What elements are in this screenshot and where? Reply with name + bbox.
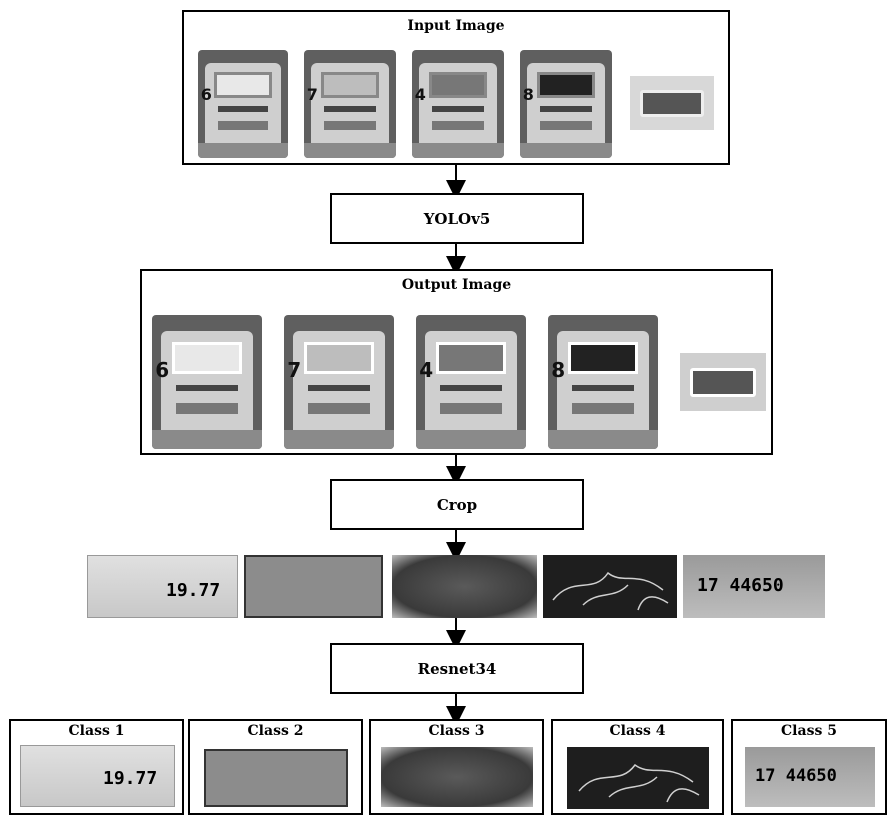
- crack-pattern: [552, 571, 669, 611]
- cropped-lcd-3: [392, 555, 537, 618]
- detected-meter-photo: 7: [284, 315, 394, 449]
- meter-photo: 7: [304, 50, 396, 158]
- meter-photo: 6: [198, 50, 288, 158]
- input-image-panel: Input Image 6 7 4 8: [182, 10, 730, 165]
- class-3-label: Class 3: [428, 723, 485, 739]
- yolov5-node: YOLOv5: [330, 193, 584, 244]
- meter-digit: 8: [551, 357, 566, 382]
- cropped-lcd-5: 17 44650: [683, 555, 825, 618]
- cropped-lcd-2: [244, 555, 383, 618]
- lcd-reading: 19.77: [166, 580, 221, 601]
- detected-meter-photo: 4: [416, 315, 526, 449]
- meter-photo: 8: [520, 50, 612, 158]
- class-2-label: Class 2: [247, 723, 304, 739]
- class-3-panel: Class 3: [369, 719, 544, 815]
- class-5-reading: 17 44650: [755, 766, 837, 786]
- class-4-panel: Class 4: [551, 719, 724, 815]
- class-4-sample: [567, 747, 709, 809]
- class-5-panel: Class 5 17 44650: [731, 719, 887, 815]
- cropped-lcd-1: 19.77: [87, 555, 238, 618]
- class-4-label: Class 4: [609, 723, 666, 739]
- output-image-panel: Output Image 6 7 4 8: [140, 269, 773, 455]
- detected-meter-closeup-photo: [680, 353, 766, 411]
- lcd-reading: 17 44650: [697, 575, 784, 596]
- crop-node: Crop: [330, 479, 584, 530]
- class-5-label: Class 5: [781, 723, 837, 739]
- class-3-sample: [381, 747, 533, 807]
- class-1-panel: Class 1 19.77: [9, 719, 184, 815]
- meter-closeup-photo: [630, 76, 714, 130]
- class-1-label: Class 1: [68, 723, 125, 739]
- meter-digit: 4: [414, 84, 426, 104]
- cropped-lcd-4: [543, 555, 677, 618]
- meter-digit: 8: [522, 84, 534, 104]
- meter-digit: 7: [306, 84, 318, 104]
- detected-meter-photo: 6: [152, 315, 262, 449]
- meter-digit: 4: [419, 357, 434, 382]
- input-image-title: Input Image: [407, 18, 505, 34]
- meter-photo: 4: [412, 50, 504, 158]
- class-1-sample: 19.77: [20, 745, 175, 807]
- meter-digit: 6: [155, 357, 170, 382]
- resnet34-node: Resnet34: [330, 643, 584, 694]
- meter-digit: 7: [287, 357, 302, 382]
- class-2-sample: [204, 749, 348, 807]
- detected-meter-photo: 8: [548, 315, 658, 449]
- class-1-reading: 19.77: [103, 768, 158, 789]
- crack-pattern: [578, 763, 700, 803]
- meter-digit: 6: [200, 84, 212, 104]
- class-5-sample: 17 44650: [745, 747, 875, 807]
- class-2-panel: Class 2: [188, 719, 363, 815]
- output-image-title: Output Image: [401, 277, 512, 293]
